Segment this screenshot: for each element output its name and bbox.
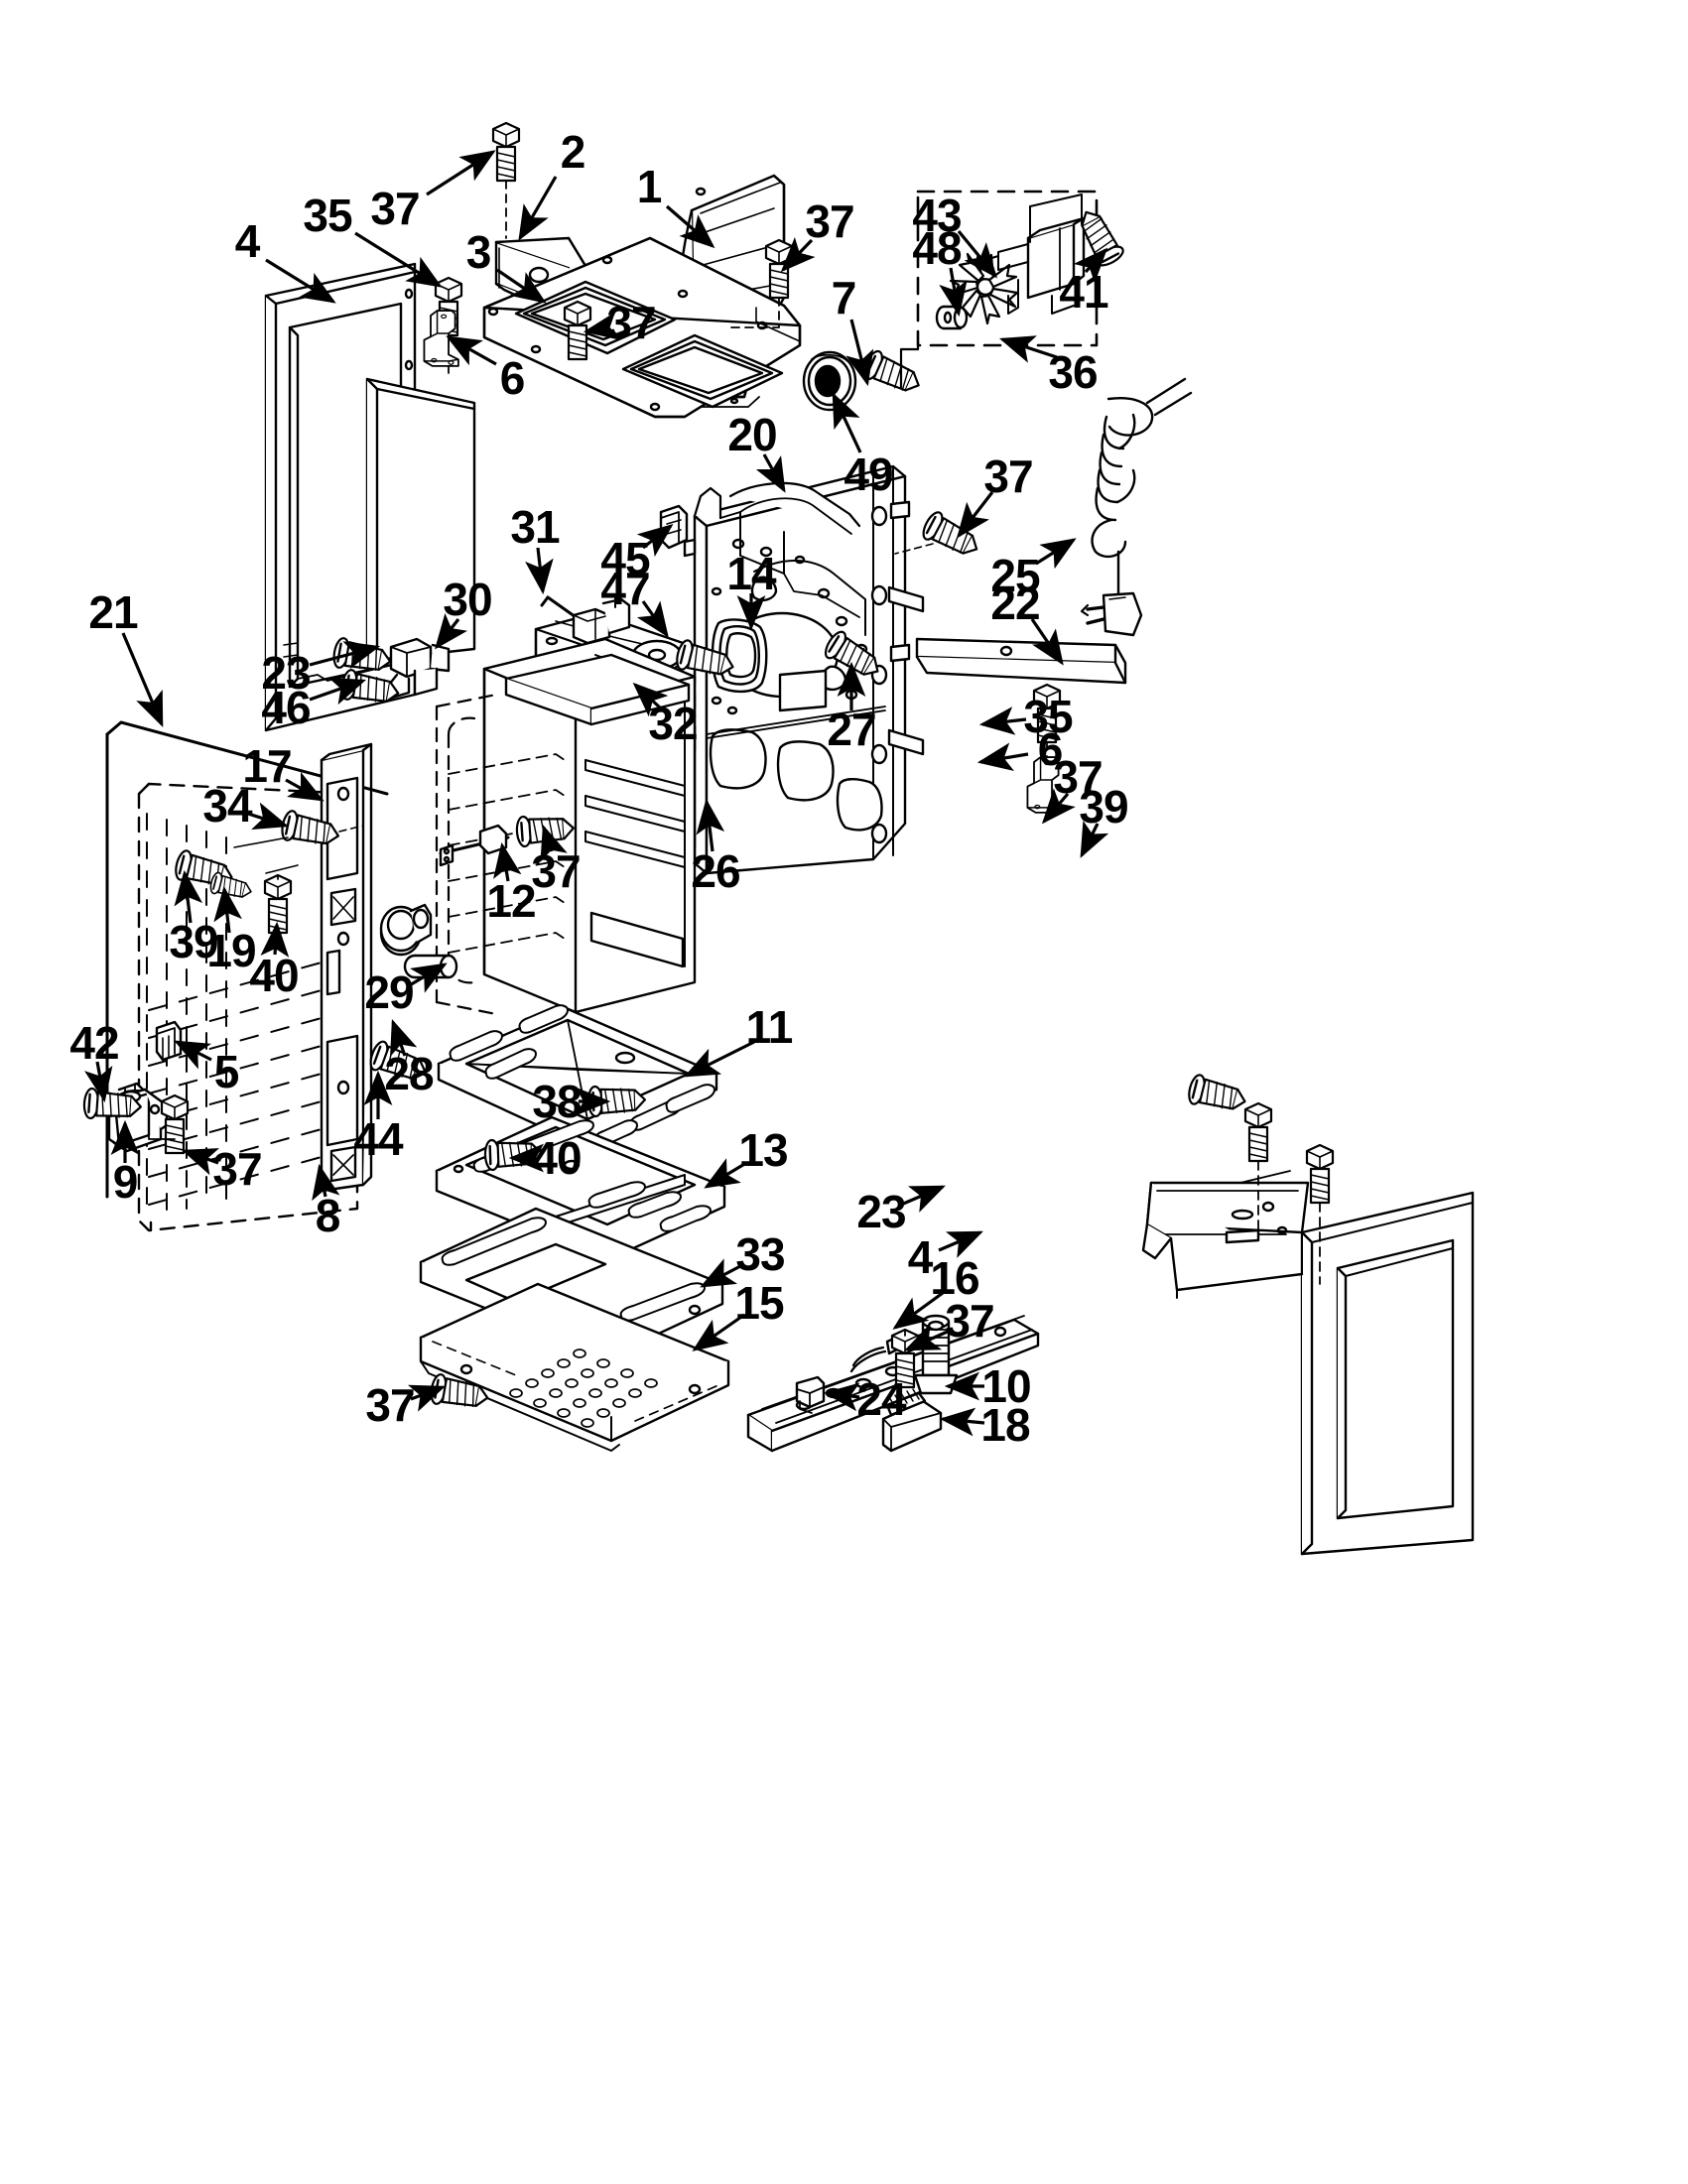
callout-number-35: 35: [303, 190, 352, 241]
callout-number-32: 32: [648, 698, 698, 749]
callout-number-37: 37: [1053, 751, 1103, 803]
callout-number-15: 15: [734, 1277, 784, 1329]
callout-number-48: 48: [912, 222, 962, 274]
callout-number-6: 6: [1037, 723, 1064, 775]
callout-number-19: 19: [206, 925, 256, 976]
callout-number-49: 49: [844, 449, 893, 500]
part-30-latch: [387, 637, 451, 701]
callout-number-14: 14: [726, 548, 776, 599]
callout-number-30: 30: [443, 574, 492, 625]
callout-number-33: 33: [735, 1228, 785, 1280]
callout-number-12: 12: [486, 875, 536, 927]
callout-number-16: 16: [930, 1252, 979, 1304]
callout-number-37: 37: [945, 1295, 994, 1347]
part-29-knob: [379, 903, 433, 957]
callout-number-36: 36: [1048, 346, 1098, 398]
part-8-side-panel-dashed: [137, 782, 359, 1232]
callout-number-38: 38: [532, 1076, 582, 1127]
part-12-sensor: [439, 824, 510, 867]
callout-number-6: 6: [499, 352, 526, 404]
callout-number-37: 37: [365, 1379, 415, 1431]
callout-number-43: 43: [912, 190, 962, 241]
callout-number-2: 2: [560, 126, 586, 178]
part-15-bottom-panel: [419, 1282, 730, 1452]
callout-number-10: 10: [981, 1360, 1031, 1412]
part-25-power-cord: [1080, 377, 1193, 637]
callout-number-4: 4: [907, 1231, 934, 1283]
part-22-side-rail: [915, 637, 1127, 685]
callout-number-45: 45: [600, 533, 650, 584]
callout-number-5: 5: [213, 1046, 240, 1097]
part-45-clip: [659, 504, 689, 550]
callout-number-37: 37: [370, 183, 420, 234]
callout-number-40: 40: [532, 1132, 582, 1184]
callout-number-37: 37: [805, 195, 854, 247]
callout-number-23: 23: [856, 1186, 906, 1237]
part-43-motor: [984, 193, 1086, 315]
callout-number-17: 17: [242, 740, 292, 792]
callout-number-37: 37: [983, 450, 1033, 502]
callout-number-4: 4: [234, 215, 261, 267]
callout-number-18: 18: [980, 1399, 1030, 1451]
callout-number-41: 41: [1059, 266, 1108, 318]
callout-number-29: 29: [364, 966, 414, 1018]
callout-number-44: 44: [353, 1113, 403, 1165]
callout-number-27: 27: [827, 704, 876, 755]
callout-number-23: 23: [261, 647, 311, 699]
part-4-left-door: [264, 262, 476, 732]
part-17-hinge-strip: [320, 742, 373, 1193]
callout-number-40: 40: [249, 950, 299, 1001]
callout-number-8: 8: [315, 1190, 341, 1241]
callout-number-35: 35: [1023, 691, 1073, 742]
callout-number-37: 37: [212, 1143, 262, 1195]
callout-number-13: 13: [738, 1124, 788, 1176]
callout-number-28: 28: [384, 1048, 434, 1099]
callout-number-39: 39: [169, 916, 218, 967]
callout-number-26: 26: [691, 845, 740, 897]
callout-number-42: 42: [69, 1017, 119, 1069]
callout-number-9: 9: [112, 1156, 139, 1208]
callout-number-37: 37: [531, 845, 581, 897]
callout-number-31: 31: [510, 501, 560, 553]
callout-number-11: 11: [745, 1001, 794, 1053]
callout-number-20: 20: [727, 409, 777, 460]
callout-number-46: 46: [261, 682, 311, 733]
callout-number-7: 7: [831, 272, 857, 323]
callout-number-34: 34: [202, 780, 252, 832]
callout-number-21: 21: [88, 586, 138, 638]
callout-number-3: 3: [465, 226, 492, 278]
callout-number-22: 22: [990, 578, 1040, 629]
callout-number-39: 39: [1079, 781, 1128, 833]
callout-number-1: 1: [636, 161, 663, 212]
callout-number-37: 37: [606, 297, 656, 348]
part-4-right-door: [1141, 1181, 1475, 1556]
callout-number-24: 24: [856, 1373, 906, 1425]
callout-number-25: 25: [990, 550, 1040, 601]
part-21-side-panel-outline: [105, 720, 389, 1199]
callout-number-47: 47: [600, 563, 650, 614]
